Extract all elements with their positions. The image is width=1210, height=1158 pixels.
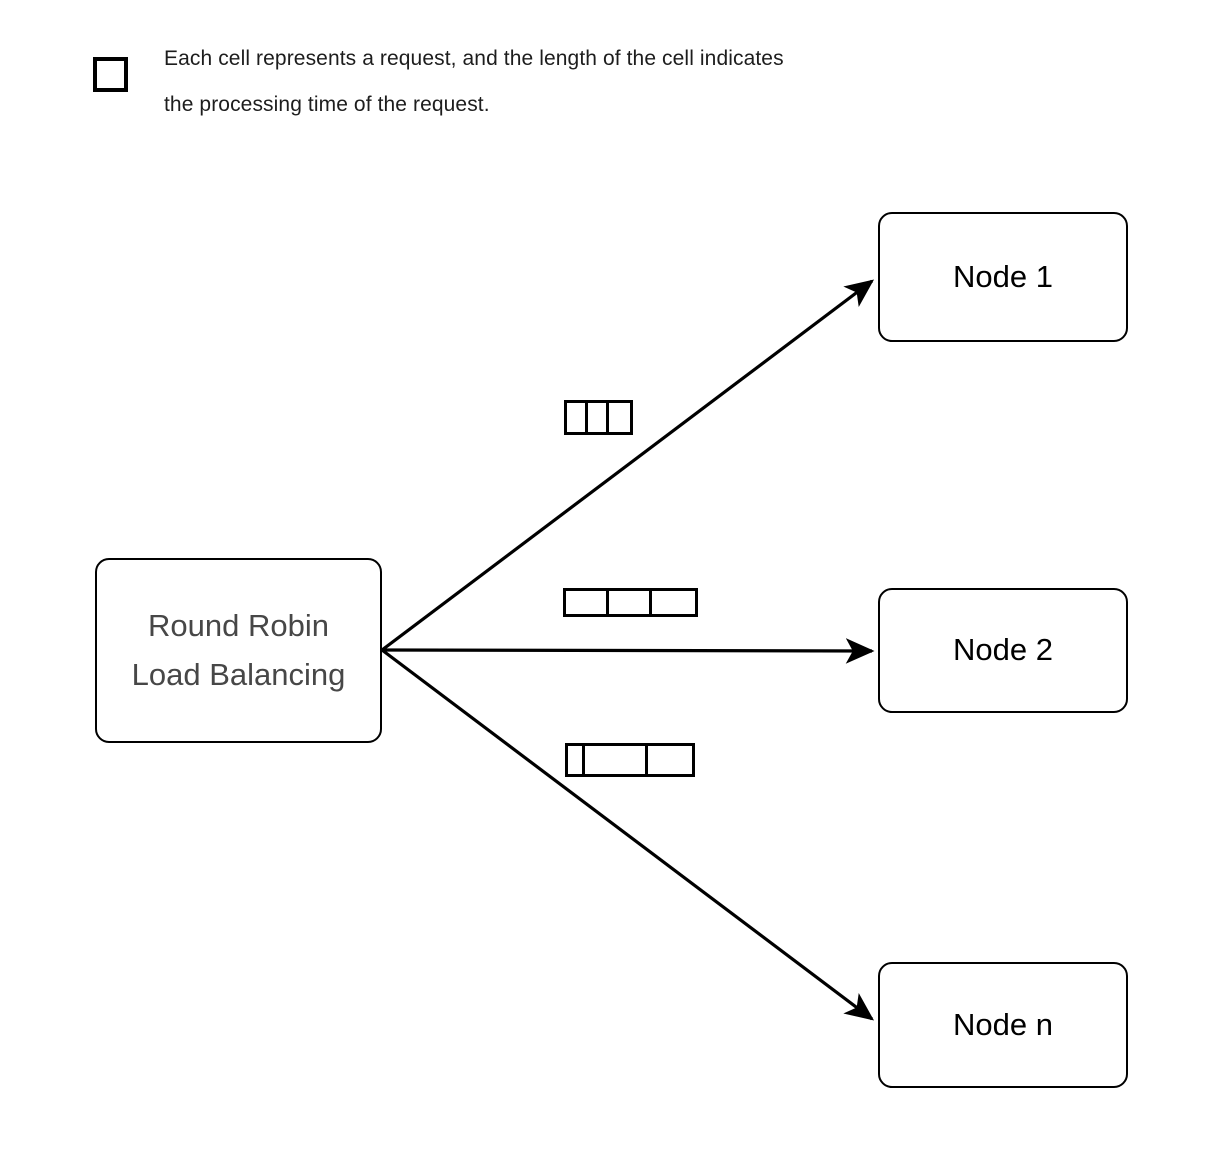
edge-to-node-n [381,648,875,1021]
node-box-node-n[interactable]: Node n [878,962,1128,1088]
node-label-node-2: Node 2 [953,632,1053,668]
request-cell [652,591,695,614]
request-cell [609,403,630,432]
request-queue-node-n [565,743,695,777]
request-queue-node-1 [564,400,633,435]
request-cell [648,746,692,774]
node-label-node-1: Node 1 [953,258,1053,294]
request-cell [567,403,588,432]
node-label-node-n: Node n [953,1006,1053,1042]
request-cell [585,746,648,774]
request-cell [588,403,609,432]
legend-caption: Each cell represents a request, and the … [164,47,784,116]
request-queue-node-2 [563,588,698,617]
request-cell [568,746,585,774]
request-cell [609,591,652,614]
node-box-node-2[interactable]: Node 2 [878,588,1128,713]
request-cell [566,591,609,614]
request-cell-square-icon [93,57,128,92]
node-box-node-1[interactable]: Node 1 [878,212,1128,342]
source-node-label: Round Robin Load Balancing [131,608,346,692]
source-node-round-robin-load-balancing[interactable]: Round Robin Load Balancing [95,558,382,743]
edge-to-node-2 [381,638,875,664]
